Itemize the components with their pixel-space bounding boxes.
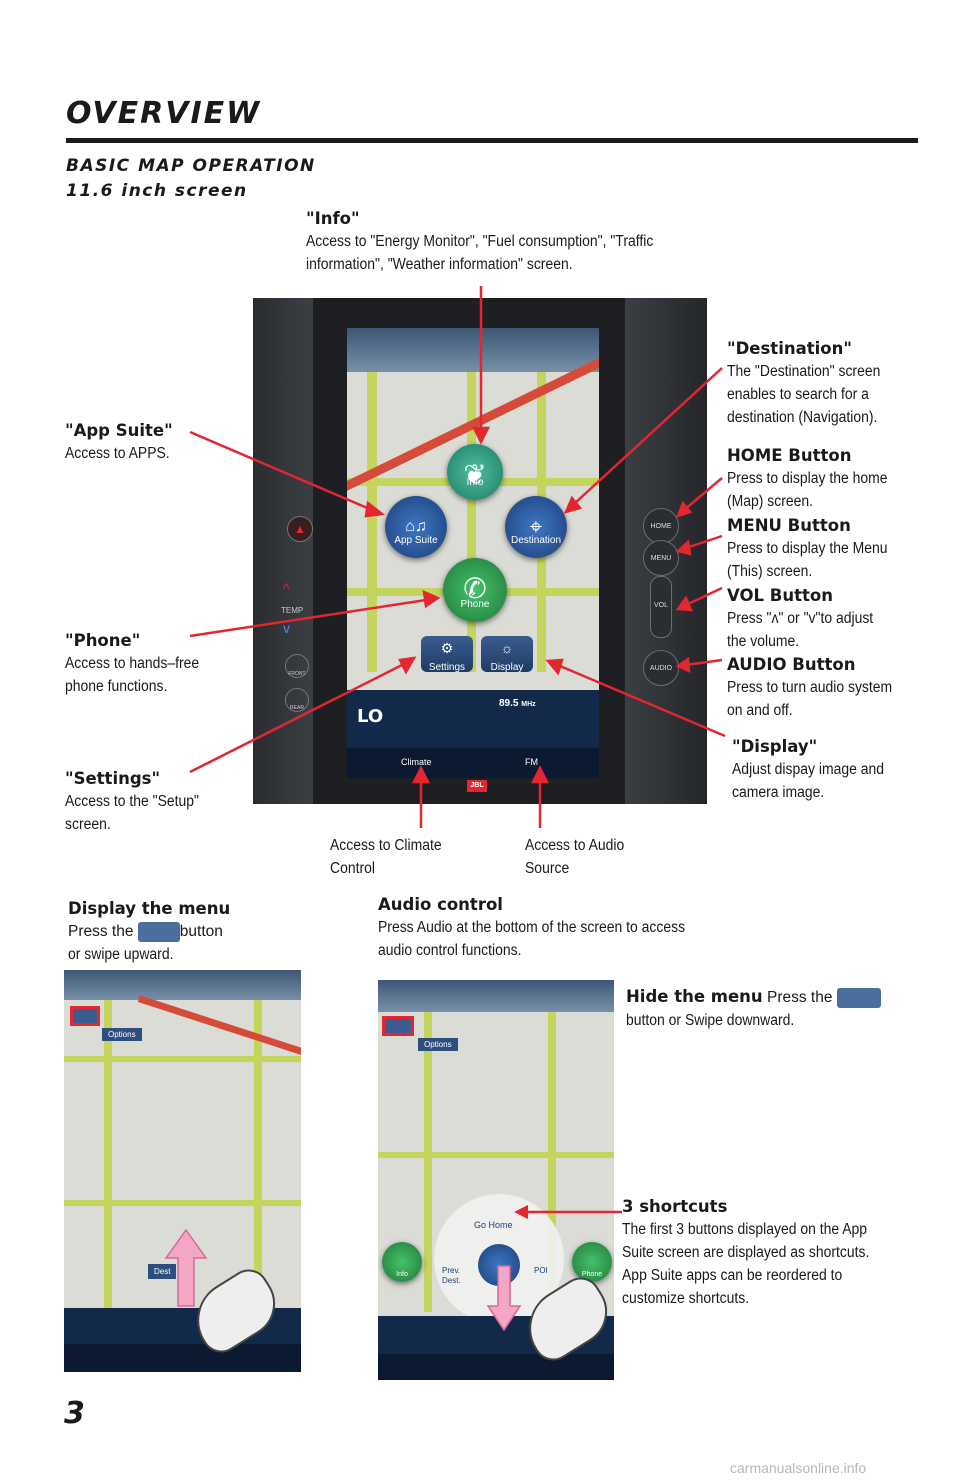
- arrowhead-menu: [675, 539, 692, 556]
- audio-control-photo: Options Go Home Prev. Dest. POI Info Pho…: [378, 980, 614, 1380]
- front-label: FRONT: [288, 671, 306, 677]
- callout-menu: MENU Button Press to display the Menu (T…: [727, 516, 888, 580]
- callout-settings: "Settings" Access to the "Setup" screen.: [65, 769, 199, 833]
- apps-icon: ⌂♫: [405, 518, 427, 535]
- station-readout: 89.5 MHz: [499, 698, 536, 709]
- settings-button: ⚙Settings: [421, 636, 473, 673]
- callout-climate: Access to Climate Control: [330, 837, 442, 877]
- options-button: Options: [102, 1028, 142, 1041]
- rear-defrost-button: REAR: [285, 688, 309, 712]
- climate-tab: Climate: [401, 757, 432, 767]
- arrowhead-vol: [675, 595, 693, 612]
- info-button: ❦Info: [447, 444, 503, 500]
- destination-button: ⌖Destination: [505, 496, 567, 558]
- arrowhead-climate: [411, 765, 431, 784]
- menu-toggle-icon-2: [836, 987, 881, 1008]
- arrowhead-app-suite: [364, 500, 386, 518]
- callout-info: "Info" Access to "Energy Monitor", "Fuel…: [306, 209, 654, 273]
- pin-icon: ⌖: [529, 514, 543, 539]
- left-bezel: [253, 298, 313, 804]
- line-menu: [685, 534, 723, 550]
- display-menu-text: Display the menu Press the button or swi…: [68, 899, 231, 963]
- subsection-title: 11.6 inch screen: [66, 181, 248, 201]
- menu-button-highlight-2: [382, 1016, 414, 1036]
- arrowhead-phone: [422, 589, 441, 609]
- dest-button: Dest: [148, 1264, 177, 1279]
- arrowhead-audio: [675, 656, 691, 674]
- menu-button-highlight: [70, 1006, 100, 1026]
- touch-display: ❦Info ⌂♫App Suite ⌖Destination ✆Phone ⚙S…: [347, 328, 599, 778]
- leaf-icon: ❦: [463, 459, 487, 490]
- shortcuts-text: 3 shortcuts The first 3 buttons displaye…: [622, 1197, 870, 1307]
- front-defrost-button: FRONT: [285, 654, 309, 678]
- fm-tab: FM: [525, 757, 538, 767]
- line-home: [683, 477, 723, 511]
- hazard-icon: ▲: [287, 516, 313, 542]
- page-number: 3: [64, 1396, 85, 1431]
- callout-destination: "Destination" The "Destination" screen e…: [727, 339, 881, 426]
- callout-audio-source: Access to Audio Source: [525, 837, 625, 877]
- callout-app-suite: "App Suite" Access to APPS.: [65, 421, 173, 462]
- title-rule: [66, 138, 918, 143]
- gear-icon: ⚙: [440, 640, 454, 656]
- line-app-suite: [189, 430, 373, 512]
- prev-dest-label: Prev. Dest.: [442, 1266, 461, 1285]
- go-home-label: Go Home: [474, 1220, 513, 1230]
- callout-vol: VOL Button Press "ʌ" or "v"to adjust the…: [727, 586, 874, 650]
- section-title: BASIC MAP OPERATION: [66, 156, 316, 176]
- audio-control-text: Audio control Press Audio at the bottom …: [378, 895, 686, 959]
- temp-down-icon: v: [283, 620, 290, 636]
- shortcut-callout-line: [514, 1205, 622, 1219]
- line-destination: [573, 367, 723, 505]
- callout-lines: [189, 286, 726, 828]
- phone-button: ✆Phone: [443, 558, 507, 622]
- rear-label: REAR: [290, 705, 304, 711]
- bottom-tabs: Climate FM: [347, 748, 599, 778]
- arrowhead-display: [545, 658, 564, 676]
- callout-audio: AUDIO Button Press to turn audio system …: [727, 655, 893, 719]
- display-menu-photo: Options Dest: [64, 970, 301, 1372]
- climate-audio-strip: LO 89.5 MHz: [347, 690, 599, 748]
- callout-home: HOME Button Press to display the home (M…: [727, 446, 888, 510]
- display-header: [347, 328, 599, 372]
- arrowhead-audio-source: [530, 765, 550, 784]
- swipe-up-arrow: [164, 1228, 208, 1307]
- line-settings: [189, 662, 405, 774]
- hide-menu-text: Hide the menu Press the button or Swipe …: [626, 986, 881, 1032]
- brightness-icon: ☼: [500, 640, 514, 656]
- line-display: [559, 664, 726, 738]
- menu-key: MENU: [643, 540, 679, 576]
- page-title: OVERVIEW: [66, 96, 262, 131]
- arrowhead-home: [675, 500, 693, 519]
- arrowhead-settings: [398, 656, 417, 675]
- temp-up-icon: ^: [283, 580, 290, 596]
- phone-icon: ✆: [463, 573, 487, 604]
- temp-value: LO: [357, 706, 384, 727]
- display-button: ☼Display: [481, 636, 533, 673]
- callout-display: "Display" Adjust dispay image and camera…: [732, 737, 885, 801]
- options-button-2: Options: [418, 1038, 458, 1051]
- jbl-logo: JBL: [467, 780, 487, 792]
- line-vol: [685, 586, 723, 607]
- vol-key: VOL: [650, 576, 672, 638]
- info-shortcut: Info: [382, 1242, 422, 1282]
- menu-toggle-icon: [137, 921, 180, 942]
- app-suite-button: ⌂♫App Suite: [385, 496, 447, 558]
- audio-key: AUDIO: [643, 650, 679, 686]
- line-audio: [685, 658, 723, 667]
- callout-phone: "Phone" Access to hands–free phone funct…: [65, 631, 200, 695]
- poi-label: POI: [534, 1266, 548, 1275]
- main-screen-photo: ▲ ^ TEMP v FRONT REAR HOME MENU VOL AUDI…: [253, 298, 707, 804]
- arrowhead-info: [471, 426, 491, 445]
- swipe-down-arrow: [486, 1265, 522, 1332]
- temp-label: TEMP: [281, 606, 304, 615]
- watermark: carmanualsonline.info: [730, 1460, 867, 1476]
- line-phone: [189, 598, 427, 638]
- home-key: HOME: [643, 508, 679, 544]
- phone-shortcut: Phone: [572, 1242, 612, 1282]
- arrowhead-destination: [563, 495, 583, 514]
